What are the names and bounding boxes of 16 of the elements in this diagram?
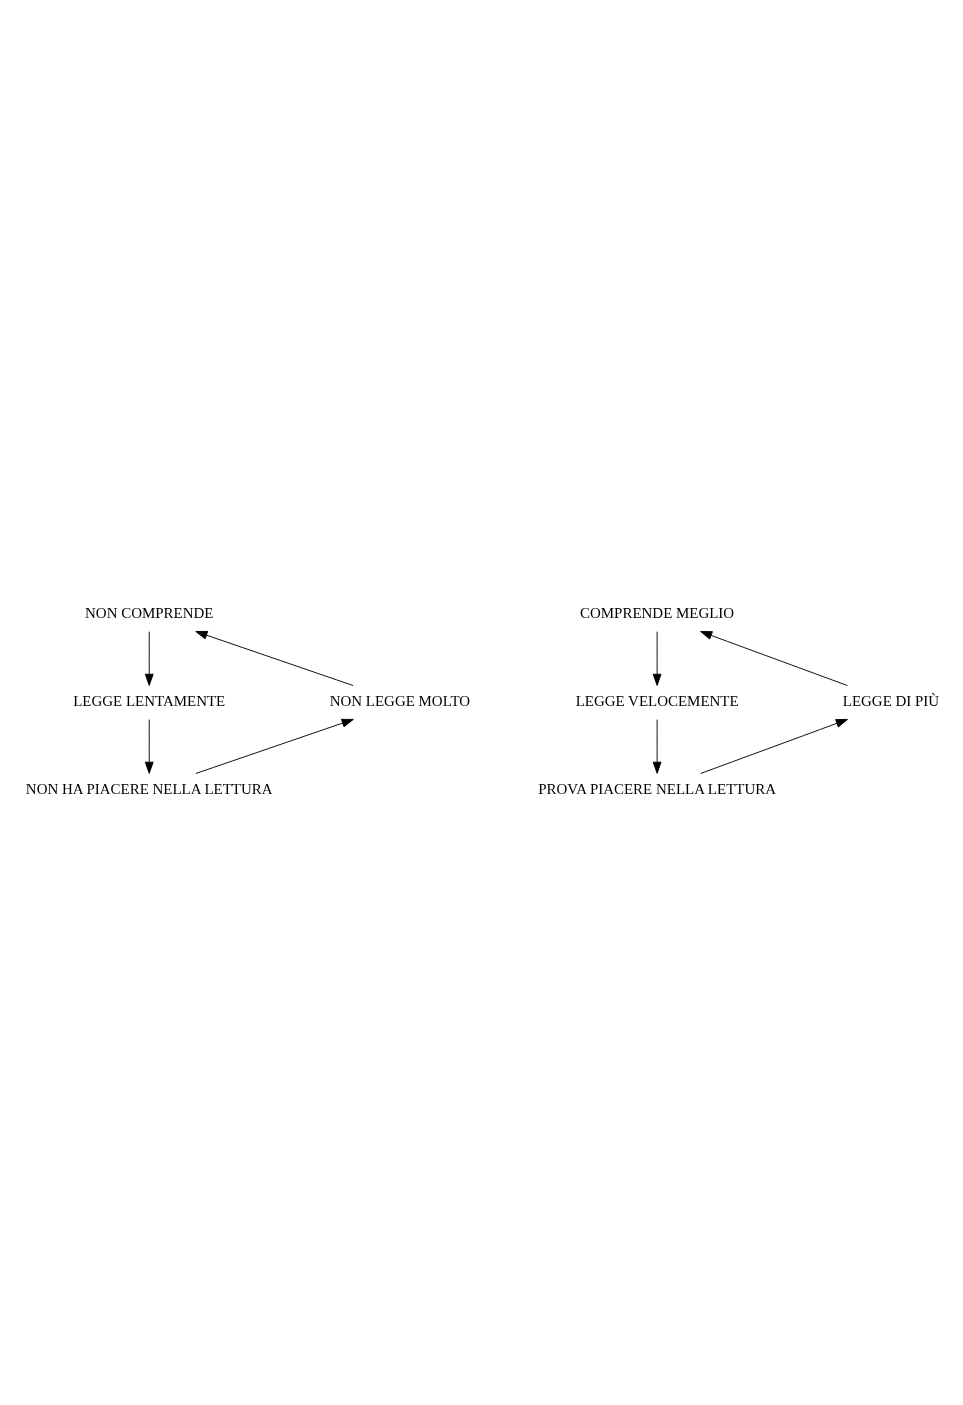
- arrow: [700, 631, 848, 686]
- arrow: [195, 630, 354, 686]
- node-text: NON HA PIACERE NELLA LETTURA: [25, 780, 273, 797]
- node-text: NON LEGGE MOLTO: [329, 693, 471, 710]
- node-text: LEGGE LENTAMENTE: [73, 693, 226, 710]
- node-text: COMPRENDE MEGLIO: [580, 605, 735, 622]
- arrow: [700, 718, 848, 774]
- node-text: NON COMPRENDE: [85, 605, 214, 622]
- arrow: [652, 631, 662, 686]
- node-text: LEGGE DI PIÙ: [842, 693, 940, 710]
- arrow: [144, 719, 154, 774]
- node-text: PROVA PIACERE NELLA LETTURA: [538, 780, 776, 797]
- arrow: [652, 719, 662, 774]
- arrow: [144, 631, 154, 686]
- node-text: LEGGE VELOCEMENTE: [575, 693, 739, 710]
- arrow: [195, 718, 354, 774]
